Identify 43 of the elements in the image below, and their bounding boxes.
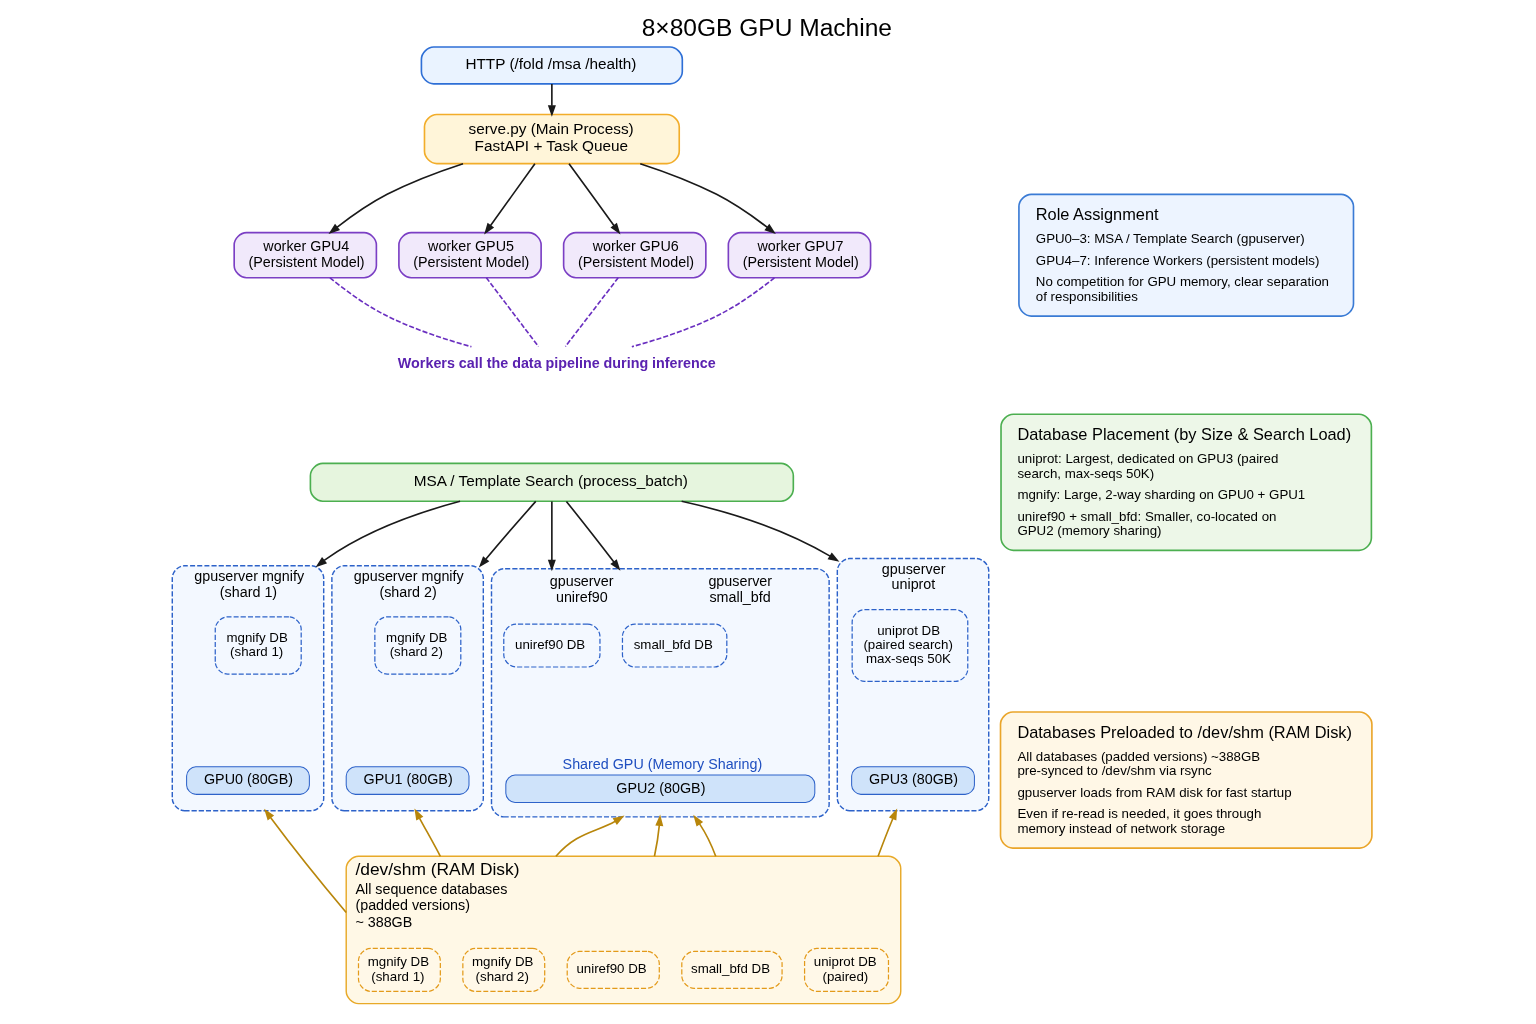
arrow: [547, 83, 556, 117]
arrow: [315, 500, 461, 568]
node-box: serve.py (Main Process) FastAPI + Task Queue: [423, 113, 681, 165]
arrow: [484, 162, 536, 235]
arrow: [264, 808, 348, 914]
arrow: [414, 808, 442, 858]
node-box: worker GPU6 (Persistent Model): [562, 231, 707, 279]
arrow: [568, 162, 621, 235]
node-box: small_bfd DB: [681, 950, 783, 989]
node-box: mgnify DB (shard 1): [214, 616, 302, 675]
node-box: mgnify DB (shard 1): [357, 947, 441, 992]
diagram-title: 8×80GB GPU Machine: [641, 13, 893, 41]
arrow: [680, 500, 840, 562]
arrow: [547, 500, 556, 572]
node-box: HTTP (/fold /msa /health): [420, 46, 684, 85]
arrow: [693, 814, 717, 858]
node-box: small_bfd DB: [621, 623, 728, 668]
node-label: Shared GPU (Memory Sharing): [562, 756, 763, 773]
node-box: MSA / Template Search (process_batch): [309, 462, 795, 503]
node-text: Workers call the data pipeline during inference: [397, 354, 716, 371]
node-box: worker GPU5 (Persistent Model): [398, 231, 542, 279]
arrow: [639, 162, 776, 235]
connector: [564, 277, 619, 348]
arrow: [478, 500, 537, 568]
arrow: [565, 500, 621, 571]
arrow: [877, 808, 898, 858]
node-box: Database Placement (by Size & Search Load) uniprot: Largest, dedicated on GPU3 (paired search, max-seqs 50K) mgnify: Large, 2-way sharding on GPU0 + GPU1 uniref90 + small_bfd: Smaller, co-located on GPU2 (memory sharing): [1000, 413, 1373, 552]
node-box: Databases Preloaded to /dev/shm (RAM Disk) All databases (padded versions) ~388GB pre-synced to /dev/shm via rsync gpuserver loads from RAM disk for fast startup Even if re-read is needed, it goes through memory instead of network storage: [999, 711, 1373, 849]
node-box: uniprot DB (paired search) max-seqs 50K: [851, 609, 969, 682]
arrow: [555, 815, 625, 858]
connector: [485, 277, 540, 348]
arrow: [653, 814, 664, 858]
node-box: Role Assignment GPU0–3: MSA / Template Search (gpuserver) GPU4–7: Inference Workers (persistent models) No competition for GPU memory, clear separation of responsibilities: [1018, 193, 1355, 317]
node-box: uniref90 DB: [503, 623, 601, 668]
connector: [329, 277, 473, 348]
node-box: worker GPU7 (Persistent Model): [727, 231, 872, 279]
node-box: uniprot DB (paired): [803, 947, 890, 992]
connector: [631, 276, 776, 348]
node-box: mgnify DB (shard 2): [462, 947, 546, 992]
node-box: uniref90 DB: [566, 950, 660, 989]
arrow: [328, 162, 464, 235]
node-box: mgnify DB (shard 2): [374, 616, 462, 675]
node-box: worker GPU4 (Persistent Model): [233, 231, 378, 279]
